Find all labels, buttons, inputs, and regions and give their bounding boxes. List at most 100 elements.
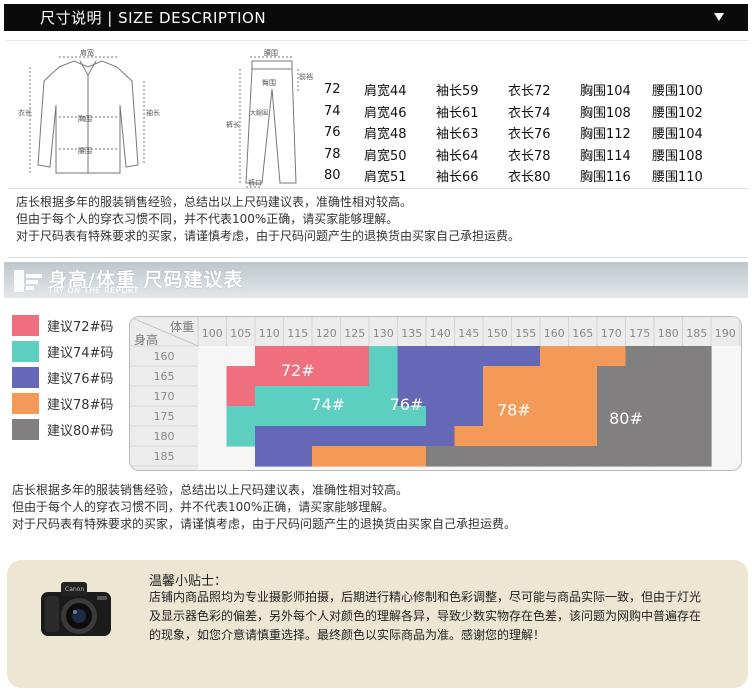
size-waist: 腰围102 [652, 105, 703, 121]
heatmap-cell [682, 346, 712, 367]
heatmap-cell [397, 386, 427, 407]
legend-label: 建议80#码 [47, 423, 114, 439]
heatmap-cell [312, 366, 342, 387]
heatmap-cell [568, 366, 598, 387]
legend-label: 建议76#码 [47, 371, 114, 387]
legend-item: 建议76#码 [12, 364, 132, 390]
heatmap-cell [340, 346, 370, 367]
size-shoulder: 肩宽51 [364, 170, 407, 186]
heatmap-cell [625, 426, 655, 447]
heatmap-cell [340, 366, 370, 387]
heatmap-cell [312, 446, 342, 467]
shirt-label-chest: 胸围 [78, 114, 92, 123]
heatmap-cell [369, 386, 399, 407]
weight-tick-label: 105 [230, 327, 251, 340]
heatmap-cell [226, 386, 256, 407]
heatmap-cell [540, 386, 570, 407]
weight-tick-label: 100 [202, 327, 223, 340]
heatmap-cell [283, 346, 313, 367]
heatmap-cell [426, 386, 456, 407]
shirt-label-sleeve: 袖长 [146, 108, 160, 117]
recommendation-title: 身高/体重 尺码建议表 [48, 269, 244, 291]
size-waist: 腰围100 [652, 84, 703, 100]
legend-swatch [12, 418, 39, 440]
note-line: 店长根据多年的服装销售经验，总结出以上尺码建议表，准确性相对较高。 [16, 195, 413, 209]
tips-box: Canon 温馨小贴士： 店铺内商品照均为专业摄影师拍摄，后期进行精心修制和色彩… [7, 560, 748, 688]
weight-tick-label: 115 [287, 327, 308, 340]
region-size-label: 80# [609, 409, 643, 428]
tips-heading: 温馨小贴士： [149, 574, 228, 589]
region-size-label: 72# [281, 361, 315, 380]
heatmap-cell [511, 366, 541, 387]
size-shoulder: 肩宽44 [364, 84, 407, 100]
heatmap-cell [540, 346, 570, 367]
heatmap-cell [312, 406, 342, 427]
legend-label: 建议74#码 [47, 345, 114, 361]
height-tick-label: 160 [154, 350, 175, 363]
pants-diagram [239, 56, 299, 188]
size-waist: 腰围104 [652, 127, 703, 143]
size-shoulder: 肩宽46 [364, 105, 407, 121]
chart-header-bg [130, 317, 741, 346]
heatmap-cell [625, 346, 655, 367]
size-chest: 胸围104 [580, 84, 631, 100]
pants-label-leg-length: 裤长 [226, 120, 240, 129]
note-line: 对于尺码表有特殊要求的买家，请谨慎考虑，由于尺码问题产生的退换货由买家自己承担运… [16, 229, 521, 243]
weight-tick-label: 170 [601, 327, 622, 340]
weight-tick-label: 110 [259, 327, 280, 340]
heatmap-cell [625, 366, 655, 387]
heatmap-cell [340, 446, 370, 467]
heatmap-cell [340, 426, 370, 447]
size-code: 80 [324, 168, 341, 184]
heatmap-cell [283, 406, 313, 427]
heatmap-cell [511, 406, 541, 427]
heatmap-cell [397, 406, 427, 427]
shirt-label-waist: 腰围 [78, 147, 92, 155]
heatmap-cell [654, 406, 684, 427]
size-length: 衣长72 [508, 84, 551, 100]
heatmap-cell [483, 406, 513, 427]
heatmap-cell [625, 406, 655, 427]
legend-swatch [12, 366, 39, 388]
chart-rowheader-bg [130, 346, 198, 470]
heatmap-cell [597, 406, 627, 427]
heatmap-cell [454, 426, 484, 447]
weight-tick-label: 165 [572, 327, 593, 340]
height-tick-label: 165 [154, 370, 175, 383]
height-tick-label: 180 [154, 430, 175, 443]
section-title: 尺寸说明 | SIZE DESCRIPTION [40, 9, 267, 27]
chart-corner-weight-label: 体重 [170, 320, 194, 334]
note-line: 店长根据多年的服装销售经验，总结出以上尺码建议表，准确性相对较高。 [12, 483, 409, 497]
section-header: 尺寸说明 | SIZE DESCRIPTION [4, 4, 748, 31]
heatmap-cell [426, 346, 456, 367]
heatmap-cell [397, 366, 427, 387]
heatmap-cell [426, 366, 456, 387]
heatmap-cell [483, 386, 513, 407]
height-tick-label: 185 [154, 450, 175, 463]
size-shoulder: 肩宽48 [364, 127, 407, 143]
heatmap-cell [540, 426, 570, 447]
recommendation-subtitle: TRY ON THE REPORT [48, 286, 139, 295]
size-waist: 腰围110 [652, 170, 703, 186]
camera-icon: Canon [41, 582, 111, 636]
size-row: 74 肩宽46 袖长61 衣长74 胸围108 腰围102 [324, 101, 744, 123]
heatmap-cell [255, 426, 285, 447]
heatmap-cell [483, 426, 513, 447]
chart-banner-icon [14, 270, 42, 292]
heatmap-cell [426, 446, 456, 467]
heatmap-cell [654, 386, 684, 407]
dropdown-caret-icon[interactable] [714, 13, 724, 21]
weight-tick-label: 160 [544, 327, 565, 340]
legend-swatch [12, 340, 39, 362]
size-length: 衣长76 [508, 127, 551, 143]
camera-brand: Canon [65, 586, 84, 593]
heatmap-cell [283, 386, 313, 407]
heatmap-cell [654, 346, 684, 367]
heatmap-cell [511, 446, 541, 467]
chart-corner-height-label: 身高 [134, 332, 158, 347]
legend-item: 建议72#码 [12, 312, 132, 338]
heatmap-cell [654, 426, 684, 447]
heatmap-cell [483, 446, 513, 467]
